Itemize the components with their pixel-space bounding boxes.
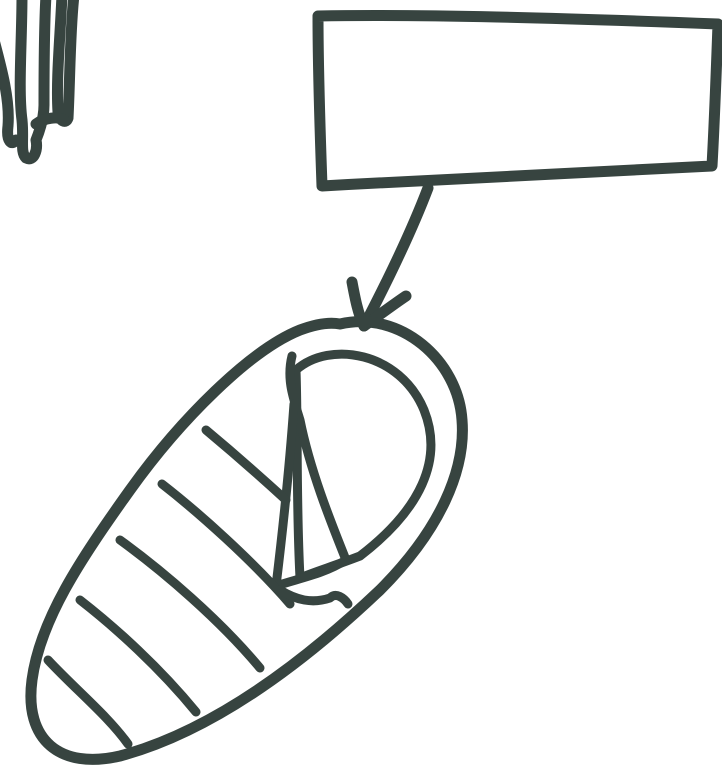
pointer-arrow-icon	[352, 188, 428, 326]
segmented-pupa-icon	[31, 322, 463, 760]
partial-legs-icon	[0, 0, 74, 159]
label-box	[318, 15, 718, 186]
